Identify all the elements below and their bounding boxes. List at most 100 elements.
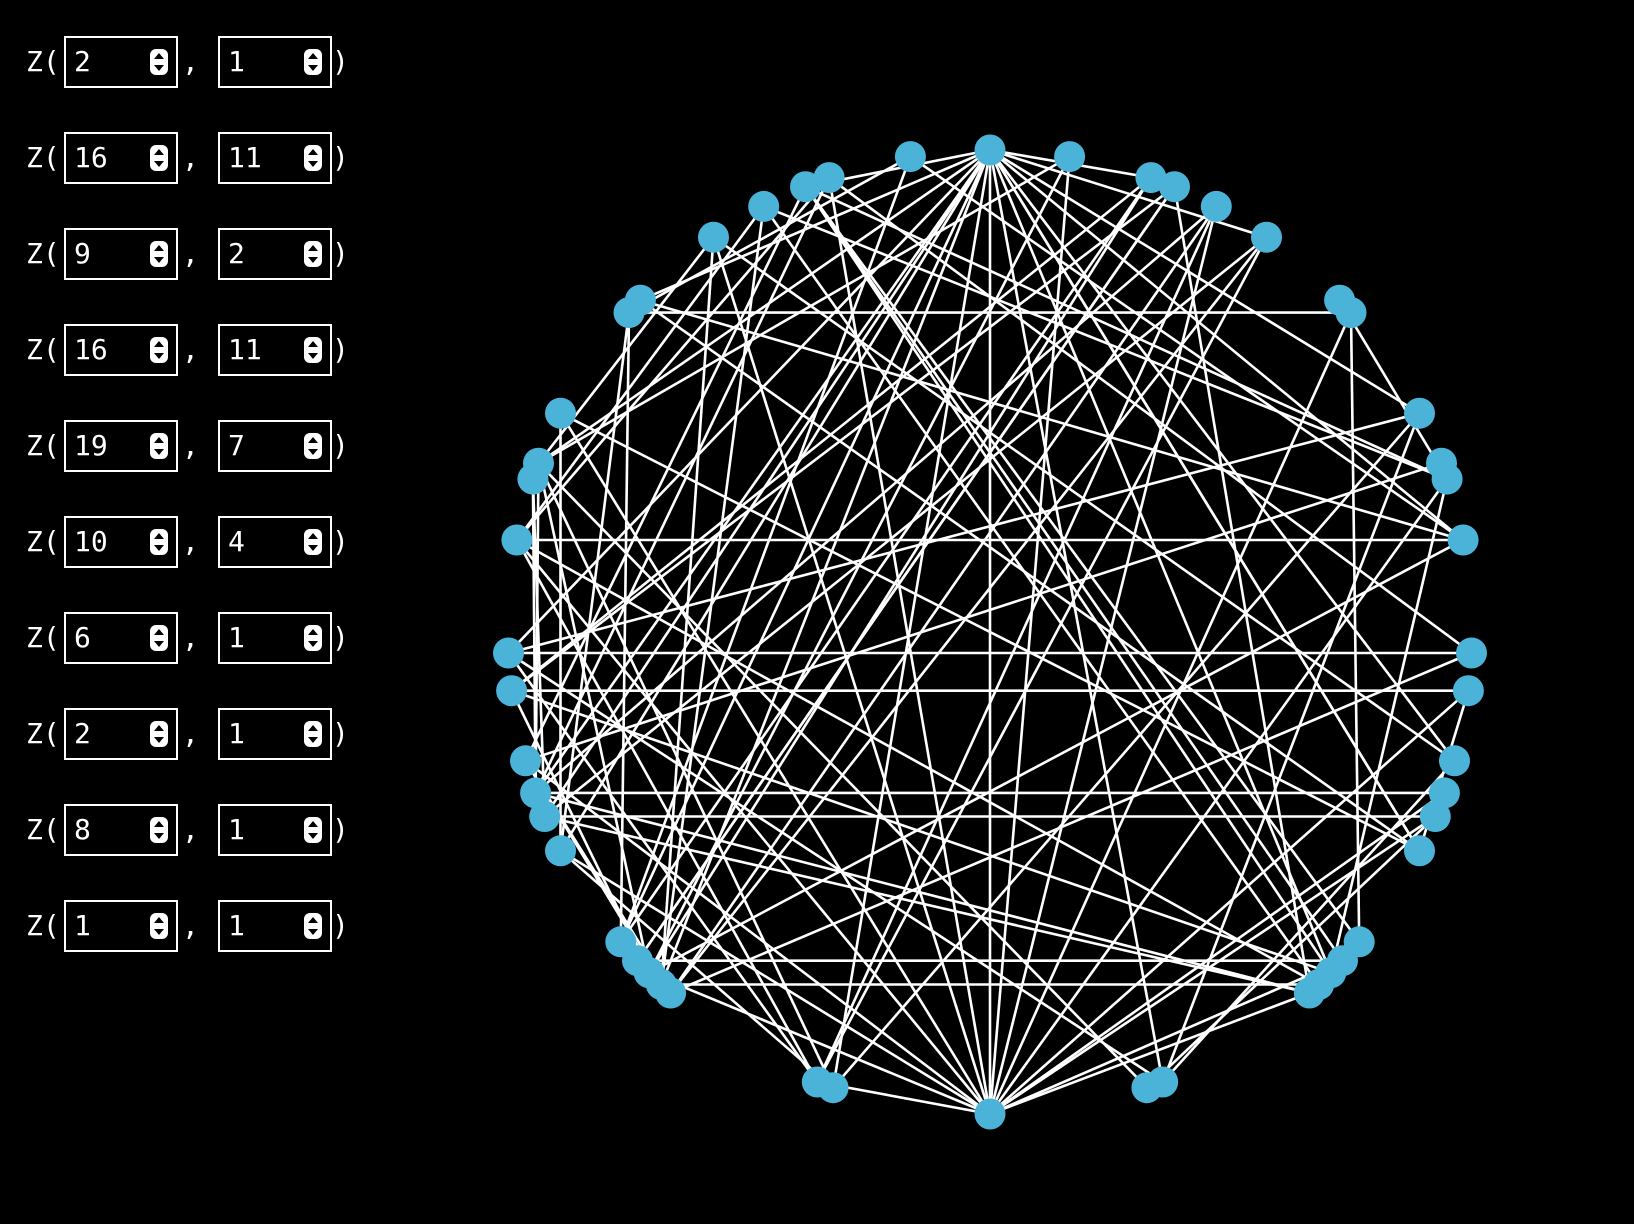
first-parameter-spinbox[interactable]: 1	[64, 900, 178, 952]
graph-edge	[648, 538, 1464, 974]
graph-edge	[988, 149, 1421, 852]
graph-node	[1447, 524, 1479, 556]
second-parameter-spinbox[interactable]: 11	[218, 324, 332, 376]
closing-paren: )	[332, 45, 349, 78]
graph-edge	[763, 205, 1448, 481]
graph-edge	[1349, 312, 1361, 942]
graph-edge	[524, 186, 807, 762]
spinner-arrows-icon[interactable]	[304, 337, 322, 363]
first-parameter-spinbox[interactable]: 2	[64, 708, 178, 760]
graph-node	[698, 221, 729, 253]
spinner-arrows-icon[interactable]	[150, 913, 168, 939]
second-parameter-spinbox[interactable]: 1	[218, 804, 332, 856]
first-parameter-spinbox[interactable]: 16	[64, 324, 178, 376]
graph-edge	[525, 461, 1442, 763]
graph-node	[1131, 1072, 1163, 1104]
spinner-arrows-icon[interactable]	[150, 145, 168, 171]
graph-edge	[619, 176, 1152, 943]
graph-node	[1404, 397, 1435, 429]
graph-edge	[1338, 299, 1449, 480]
graph-edge	[639, 299, 1421, 852]
graph-node	[1251, 221, 1282, 253]
graph-node	[496, 675, 528, 707]
spinner-arrows-icon[interactable]	[304, 145, 322, 171]
graph-edge	[988, 149, 1333, 974]
spinner-arrows-icon[interactable]	[304, 625, 322, 651]
graph-edge	[831, 149, 992, 1088]
spinner-arrows-icon[interactable]	[150, 721, 168, 747]
graph-nodes	[493, 134, 1487, 1130]
spinner-arrows-icon[interactable]	[150, 337, 168, 363]
first-parameter-spinbox[interactable]: 16	[64, 132, 178, 184]
spinner-arrows-icon[interactable]	[304, 721, 322, 747]
first-parameter-spinbox[interactable]: 6	[64, 612, 178, 664]
graph-node	[974, 134, 1006, 166]
second-parameter-spinbox[interactable]: 1	[218, 900, 332, 952]
z-row-1: Z(2,1)	[26, 36, 349, 88]
second-parameter-spinbox[interactable]: 2	[218, 228, 332, 280]
closing-paren: )	[332, 429, 349, 462]
graph-node	[529, 801, 561, 832]
graph-edge	[804, 185, 1361, 943]
graph-edge	[804, 185, 1332, 974]
first-parameter-spinbox[interactable]: 9	[64, 228, 178, 280]
graph-edge	[543, 236, 1268, 818]
spinner-arrows-icon[interactable]	[304, 913, 322, 939]
spinner-arrows-icon[interactable]	[150, 817, 168, 843]
first-parameter-value: 19	[74, 429, 108, 462]
spinner-arrows-icon[interactable]	[150, 529, 168, 555]
graph-node	[1428, 777, 1460, 809]
z-row-5: Z(19,7)	[26, 420, 349, 472]
second-parameter-spinbox[interactable]: 4	[218, 516, 332, 568]
second-parameter-spinbox[interactable]: 11	[218, 132, 332, 184]
comma-separator: ,	[182, 333, 199, 366]
z-row-3: Z(9,2)	[26, 228, 349, 280]
comma-separator: ,	[182, 525, 199, 558]
first-parameter-spinbox[interactable]: 19	[64, 420, 178, 472]
spinner-arrows-icon[interactable]	[304, 433, 322, 459]
first-parameter-spinbox[interactable]: 10	[64, 516, 178, 568]
graph-edge	[619, 312, 631, 942]
graph-node	[545, 397, 576, 429]
closing-paren: )	[332, 621, 349, 654]
graph-edge	[534, 177, 831, 794]
graph-node	[1419, 801, 1451, 832]
spinner-arrows-icon[interactable]	[150, 433, 168, 459]
graph-node	[817, 1072, 849, 1104]
graph-node	[493, 637, 524, 669]
graph-edge	[669, 236, 1268, 994]
graph-edge	[511, 689, 1332, 975]
second-parameter-spinbox[interactable]: 1	[218, 612, 332, 664]
graph-edge	[816, 236, 1268, 1083]
graph-node	[1159, 171, 1190, 203]
graph-edge	[515, 539, 819, 1083]
first-parameter-spinbox[interactable]: 2	[64, 36, 178, 88]
graph-node	[517, 463, 549, 495]
second-parameter-value: 1	[228, 621, 245, 654]
graph-edge	[648, 176, 1152, 974]
closing-paren: )	[332, 141, 349, 174]
graph-edge	[516, 538, 1320, 986]
second-parameter-value: 1	[228, 909, 245, 942]
second-parameter-spinbox[interactable]: 1	[218, 36, 332, 88]
z-row-4: Z(16,11)	[26, 324, 349, 376]
spinner-arrows-icon[interactable]	[304, 817, 322, 843]
graph-node	[510, 745, 541, 777]
closing-paren: )	[332, 525, 349, 558]
second-parameter-spinbox[interactable]: 7	[218, 420, 332, 472]
spinner-arrows-icon[interactable]	[304, 529, 322, 555]
z-label: Z(	[26, 621, 60, 654]
spinner-arrows-icon[interactable]	[304, 241, 322, 267]
z-label: Z(	[26, 525, 60, 558]
second-parameter-value: 1	[228, 717, 245, 750]
spinner-arrows-icon[interactable]	[150, 241, 168, 267]
closing-paren: )	[332, 333, 349, 366]
graph-edge	[909, 155, 1464, 542]
spinner-arrows-icon[interactable]	[150, 625, 168, 651]
graph-edge	[515, 539, 992, 1115]
second-parameter-spinbox[interactable]: 1	[218, 708, 332, 760]
first-parameter-spinbox[interactable]: 8	[64, 804, 178, 856]
graph-node	[974, 1098, 1006, 1130]
spinner-arrows-icon[interactable]	[304, 49, 322, 75]
spinner-arrows-icon[interactable]	[150, 49, 168, 75]
